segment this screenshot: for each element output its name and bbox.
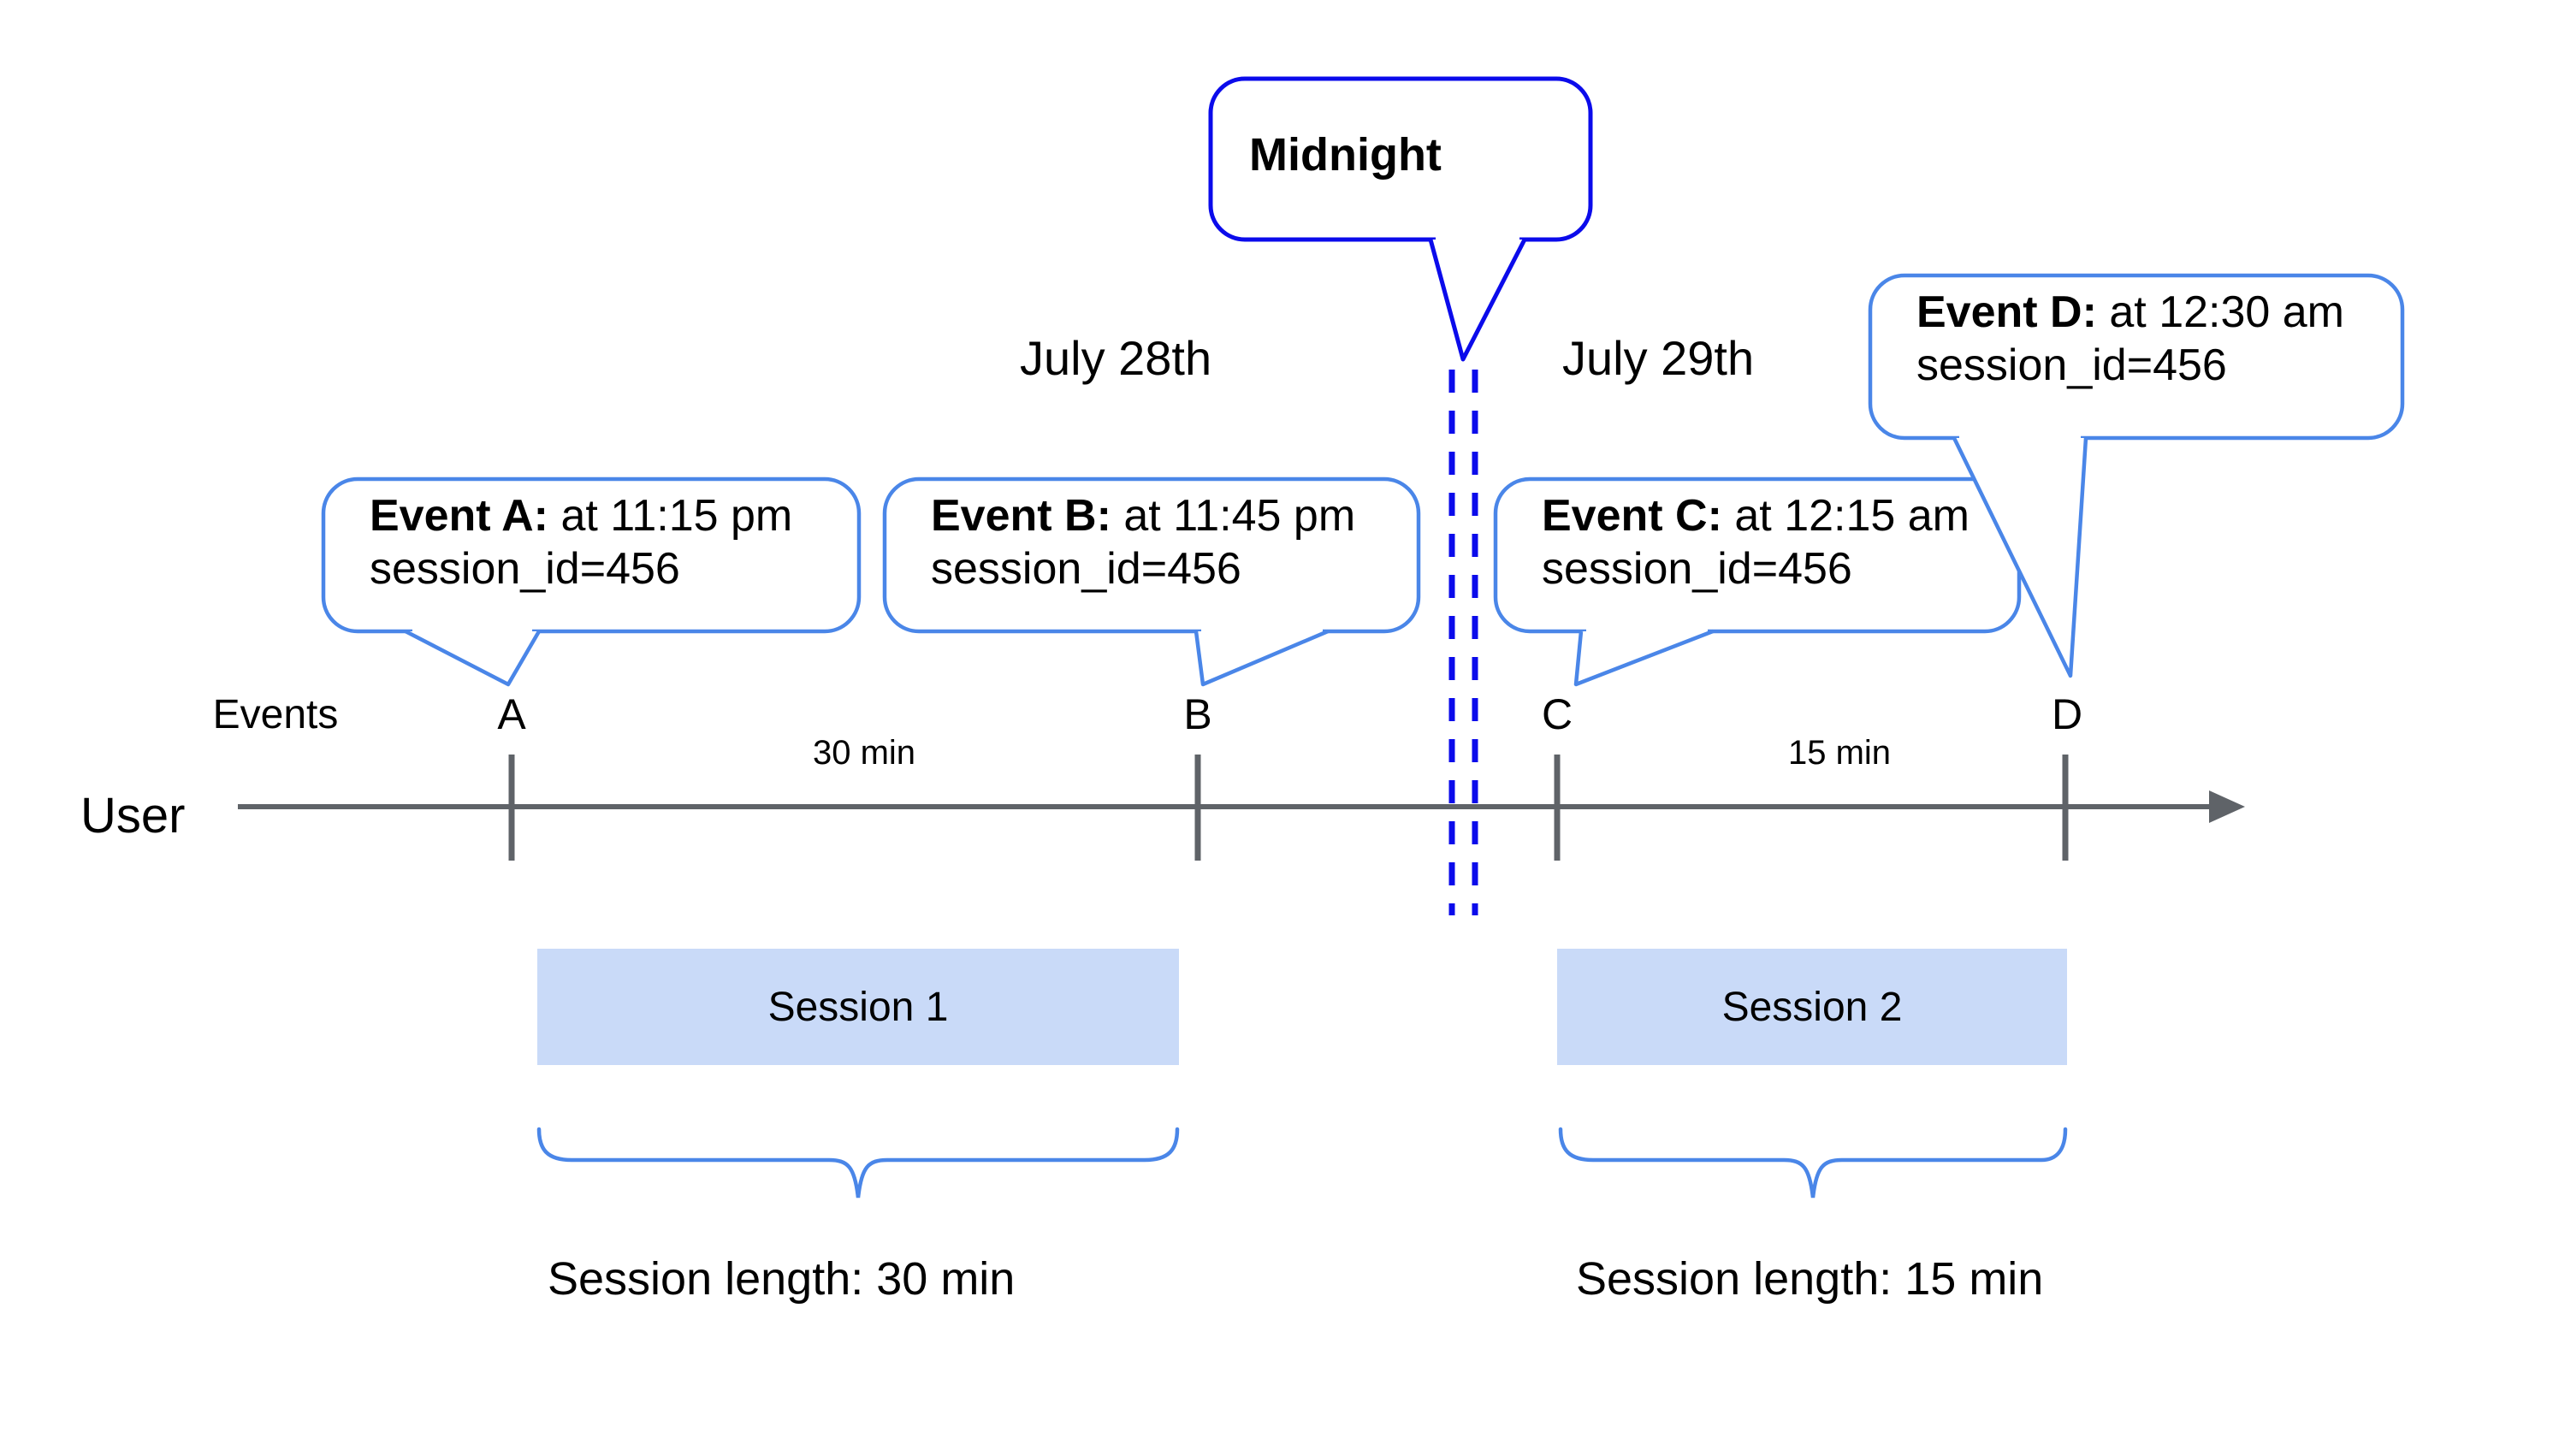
event-d-callout-bubble bbox=[1868, 273, 2405, 441]
event-b-callout-tail bbox=[1194, 629, 1329, 687]
event-b-callout-bubble bbox=[882, 476, 1421, 634]
tick-letter-a: A bbox=[497, 690, 526, 738]
event-a-title: Event A: bbox=[370, 491, 548, 541]
midnight-callout-tail bbox=[1428, 238, 1527, 362]
midnight-callout-tail-mask bbox=[1436, 234, 1519, 244]
event-d-title: Event D: bbox=[1916, 287, 2097, 337]
event-b-session-id: session_id=456 bbox=[931, 544, 1241, 594]
timeline-arrowhead-icon bbox=[2209, 790, 2245, 823]
event-d-session-id: session_id=456 bbox=[1916, 340, 2227, 390]
event-b-title: Event B: bbox=[931, 491, 1111, 541]
date-label-july-28: July 28th bbox=[1020, 331, 1212, 385]
event-c-time: at 12:15 am bbox=[1734, 491, 1970, 541]
gap-label-15-min: 15 min bbox=[1787, 734, 1892, 772]
user-axis-label: User bbox=[80, 788, 186, 843]
session-2-length-caption: Session length: 15 min bbox=[1576, 1253, 2044, 1305]
event-c-title: Event C: bbox=[1542, 491, 1722, 541]
event-c-callout-text: Event C: at 12:15 am session_id=456 bbox=[1542, 489, 1970, 595]
tick-letter-d: D bbox=[2051, 690, 2083, 738]
session-1-brace bbox=[536, 1127, 1180, 1199]
event-d-time: at 12:30 am bbox=[2109, 287, 2344, 337]
events-axis-label: Events bbox=[212, 692, 339, 737]
event-a-callout-tail bbox=[404, 630, 541, 687]
session-2-label: Session 2 bbox=[1721, 984, 1903, 1030]
midnight-callout-label: Midnight bbox=[1249, 129, 1442, 181]
midnight-callout-bubble bbox=[1208, 76, 1593, 242]
session-2-box: Session 2 bbox=[1557, 949, 2067, 1065]
event-b-time: at 11:45 pm bbox=[1123, 491, 1356, 541]
session-1-box: Session 1 bbox=[537, 949, 1179, 1065]
event-b-callout-text: Event B: at 11:45 pm session_id=456 bbox=[931, 489, 1355, 595]
event-a-time: at 11:15 pm bbox=[560, 491, 793, 541]
event-a-callout-bubble bbox=[321, 476, 862, 634]
event-c-session-id: session_id=456 bbox=[1542, 544, 1852, 594]
tick-letter-b: B bbox=[1183, 690, 1212, 738]
event-a-callout-text: Event A: at 11:15 pm session_id=456 bbox=[370, 489, 792, 595]
tick-letter-c: C bbox=[1541, 690, 1573, 738]
session-1-label: Session 1 bbox=[767, 984, 949, 1030]
session-2-brace bbox=[1558, 1127, 2068, 1199]
event-d-callout-text: Event D: at 12:30 am session_id=456 bbox=[1916, 286, 2344, 392]
gap-label-30-min: 30 min bbox=[812, 734, 916, 772]
event-c-callout-tail bbox=[1573, 629, 1714, 687]
event-a-session-id: session_id=456 bbox=[370, 544, 680, 594]
event-d-callout-tail bbox=[1952, 437, 2088, 678]
session-1-length-caption: Session length: 30 min bbox=[548, 1253, 1016, 1305]
date-label-july-29: July 29th bbox=[1562, 331, 1755, 385]
